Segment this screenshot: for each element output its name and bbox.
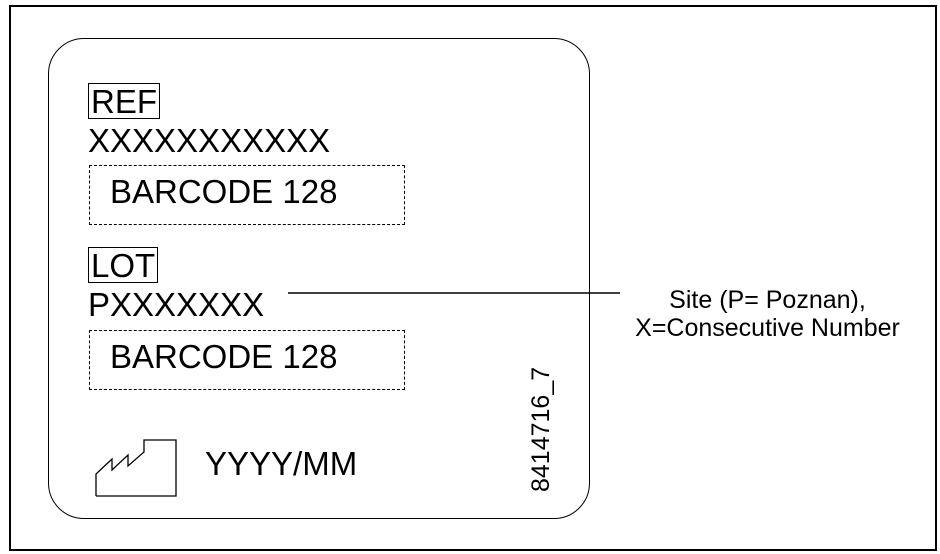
- ref-barcode-box: BARCODE 128: [89, 165, 405, 225]
- callout-line-1: Site (P= Poznan),: [669, 286, 866, 314]
- lot-symbol: LOT: [88, 247, 159, 283]
- callout-line-2: X=Consecutive Number: [635, 313, 900, 342]
- label-card: [48, 38, 590, 519]
- diagram-frame: [9, 5, 937, 551]
- factory-icon: [95, 439, 177, 497]
- manufacture-date: YYYY/MM: [205, 445, 358, 482]
- ref-value: XXXXXXXXXXX: [88, 122, 331, 159]
- ref-symbol: REF: [88, 83, 160, 119]
- callout-text: Site (P= Poznan), X=Consecutive Number: [595, 286, 940, 342]
- ref-barcode-label: BARCODE 128: [110, 173, 338, 210]
- lot-value: PXXXXXXX: [88, 286, 265, 323]
- lot-barcode-label: BARCODE 128: [110, 338, 338, 375]
- lot-barcode-box: BARCODE 128: [89, 330, 405, 390]
